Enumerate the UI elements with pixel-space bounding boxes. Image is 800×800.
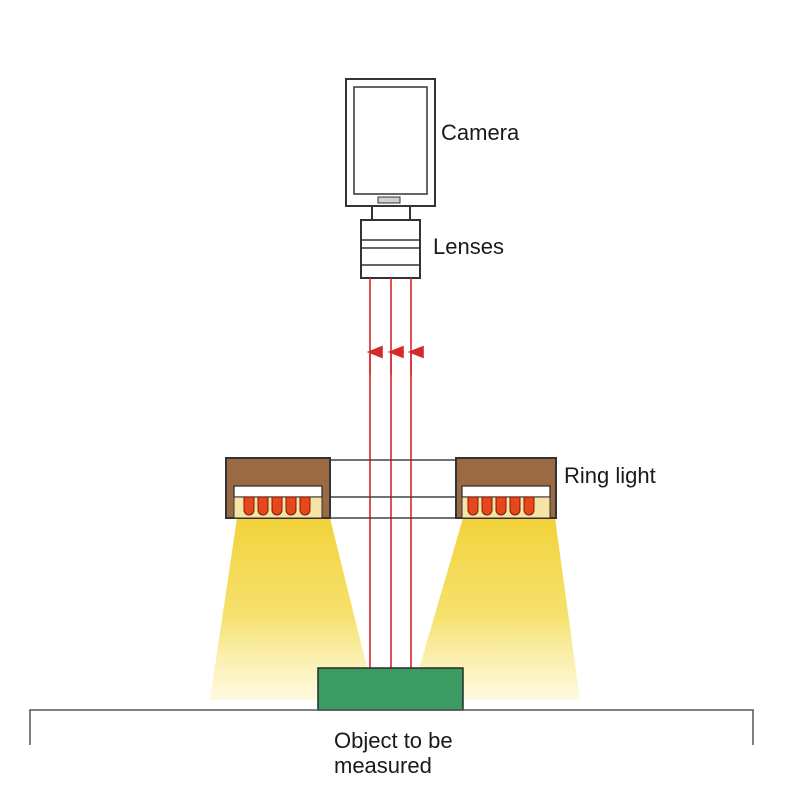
reflected-light-rays — [366, 278, 424, 670]
left-light-beam — [210, 518, 375, 700]
camera-label: Camera — [441, 120, 520, 145]
led-row-right — [467, 496, 535, 516]
object-label: Object to be measured — [334, 728, 453, 778]
right-light-beam — [410, 518, 580, 700]
lens-icon — [360, 205, 421, 279]
ring-light-right-housing — [455, 457, 557, 519]
stage-surface — [29, 709, 754, 745]
led-row-left — [243, 496, 311, 516]
ring-light-label: Ring light — [564, 463, 656, 488]
ring-light-left-housing — [225, 457, 331, 519]
measured-object — [317, 667, 464, 711]
camera-icon — [345, 78, 436, 207]
object-label-line-2: measured — [334, 753, 432, 778]
ring-light-icon — [225, 457, 557, 519]
object-label-line-1: Object to be — [334, 728, 453, 753]
lenses-label: Lenses — [433, 234, 504, 259]
light-beams — [210, 518, 580, 700]
